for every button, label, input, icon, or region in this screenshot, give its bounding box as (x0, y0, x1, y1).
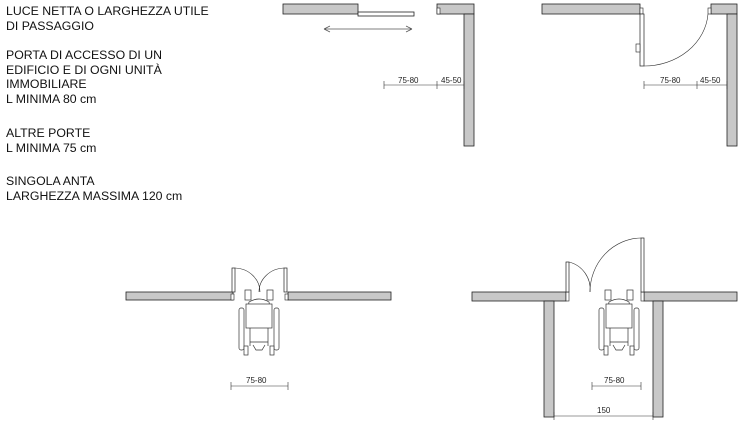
note-line: LARGHEZZA MASSIMA 120 cm (6, 188, 183, 203)
door-swing-arc (643, 13, 709, 67)
door-leaf (283, 267, 288, 293)
door-swing-arc (568, 261, 591, 293)
note-line: ALTRE PORTE (6, 126, 91, 140)
door-swing-arc (258, 267, 285, 293)
wall (463, 13, 475, 147)
wall (643, 291, 738, 302)
door-swing-arc (589, 237, 642, 293)
door-jamb (707, 7, 712, 15)
wall (541, 3, 641, 15)
swing-door-plan: 75-80 45-50 (541, 3, 738, 147)
note-line: PORTA DI ACCESSO DI UN (6, 48, 163, 62)
sliding-door-plan: 75-80 45-50 (282, 3, 475, 147)
door-jamb (565, 291, 570, 302)
dimension-opening: 75-80 (660, 76, 681, 85)
corridor-door-plan: 75-80 150 (471, 237, 738, 420)
dimension-opening: 75-80 (398, 76, 419, 85)
door-leaf (640, 237, 645, 293)
door-jamb (230, 293, 235, 301)
wheelchair-icon (238, 289, 280, 356)
note-line: IMMOBILIARE (6, 77, 87, 91)
wall (710, 3, 738, 15)
slide-arrow-icon (323, 25, 413, 33)
door-jamb (639, 7, 644, 15)
door-jamb (436, 7, 441, 15)
note-line: DI PASSAGGIO (6, 18, 94, 33)
dimension-line (591, 382, 642, 390)
sliding-leaf (357, 11, 415, 17)
note-line: L MINIMA 75 cm (6, 140, 97, 155)
wall (282, 3, 359, 15)
note-line: EDIFICIO E DI OGNI UNITÀ (6, 62, 162, 77)
door-handle (635, 43, 641, 53)
dimension-opening: 75-80 (246, 376, 267, 385)
dimension-line (230, 382, 289, 390)
note-line: L MINIMA 80 cm (6, 91, 97, 106)
door-leaf (639, 13, 645, 67)
wall (436, 3, 475, 15)
wall (543, 300, 555, 418)
dimension-side: 45-50 (700, 76, 721, 85)
dimension-line (643, 81, 728, 89)
wall (287, 291, 392, 301)
double-door-plan: 75-80 (125, 267, 392, 390)
dimension-side: 45-50 (441, 76, 462, 85)
wheelchair-icon (598, 289, 640, 356)
note-line: SINGOLA ANTA (6, 174, 95, 188)
dimension-line (383, 81, 465, 89)
note-line: LUCE NETTA O LARGHEZZA UTILE (6, 4, 209, 18)
dimension-opening: 75-80 (604, 376, 625, 385)
door-jamb (284, 293, 289, 301)
door-leaf (231, 267, 236, 293)
wall (652, 300, 664, 418)
wall (125, 291, 234, 301)
dimension-corridor: 150 (597, 406, 611, 415)
door-jamb (640, 291, 645, 302)
door-swing-arc (234, 267, 261, 293)
wall (471, 291, 567, 302)
wall (726, 13, 738, 147)
dimension-line (553, 412, 654, 420)
door-leaf (565, 261, 570, 293)
